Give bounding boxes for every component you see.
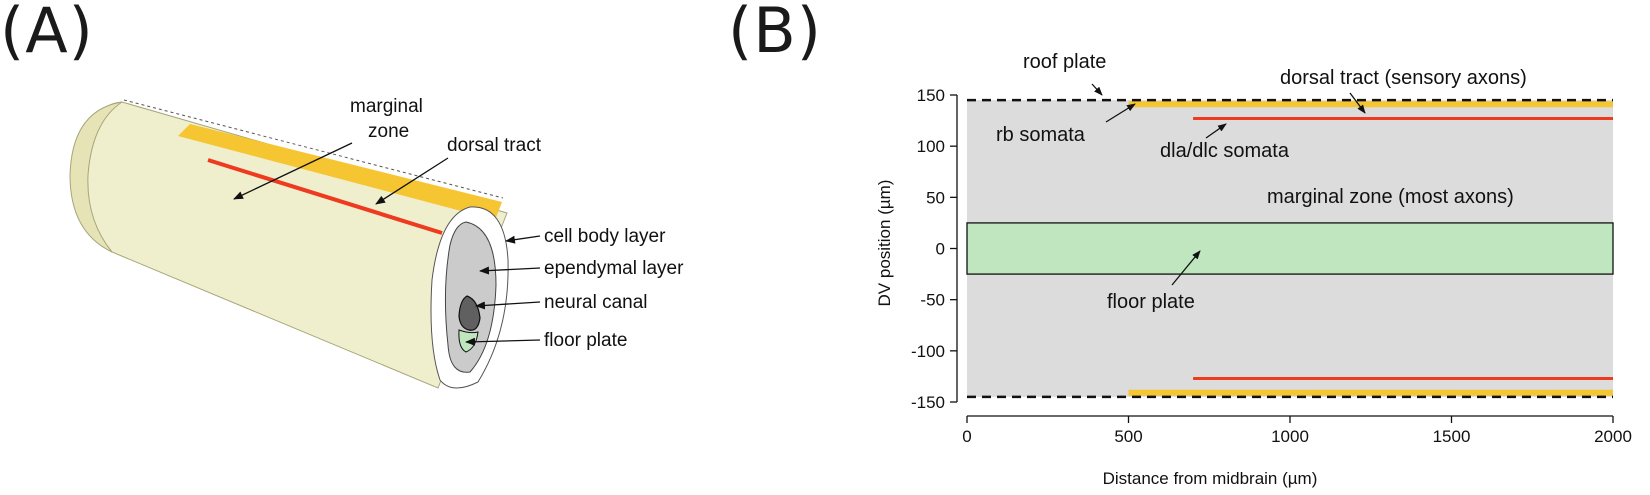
arrow-floor-plate (465, 337, 541, 346)
arrow-ependymal-layer (479, 266, 541, 275)
label-neural-canal: neural canal (544, 292, 648, 313)
annotation-dorsal-tract: dorsal tract (sensory axons) (1280, 67, 1527, 89)
panel-a-diagram: marginal zone dorsal tract cell body lay… (69, 96, 684, 389)
arrow-floor-plate (1171, 250, 1201, 286)
label-cell-body-layer: cell body layer (544, 226, 666, 247)
annotation-floor-plate: floor plate (1107, 291, 1195, 313)
label-floor-plate: floor plate (544, 330, 627, 351)
arrow-dla-dlc-somata (1205, 123, 1227, 139)
cylinder-left-cap (69, 101, 123, 253)
y-tick-label: -100 (911, 342, 945, 361)
annotation-roof-plate: roof plate (1023, 51, 1106, 73)
arrow-dorsal-tract (1349, 92, 1366, 114)
x-tick-label: 500 (1114, 427, 1142, 446)
x-tick-label: 0 (962, 427, 971, 446)
annotation-marginal-zone: marginal zone (most axons) (1267, 186, 1514, 208)
panel-b-label: (B) (728, 0, 822, 67)
arrow-dorsal-tract (375, 157, 449, 205)
cylinder-top-edge (123, 99, 504, 199)
panel-a-label: (A) (0, 0, 94, 67)
label-marginal-zone-line2: zone (368, 121, 409, 142)
somata-line (207, 158, 443, 235)
dorsal-tract-stripe (178, 124, 502, 220)
y-tick-label: 0 (936, 240, 945, 259)
y-axis-ticks: 150 100 50 0 -50 -100 -150 (911, 86, 957, 412)
x-tick-label: 1000 (1271, 427, 1309, 446)
label-ependymal-layer: ependymal layer (544, 258, 684, 279)
label-marginal-zone-line1: marginal (350, 96, 423, 117)
x-axis-label: Distance from midbrain (µm) (1103, 469, 1318, 488)
arrow-marginal-zone (233, 142, 353, 200)
y-tick-label: 150 (917, 86, 945, 105)
y-tick-label: -50 (920, 291, 945, 310)
label-dorsal-tract: dorsal tract (447, 135, 542, 156)
x-axis-ticks: 0 500 1000 1500 2000 (962, 416, 1632, 446)
ependymal-layer (444, 221, 497, 373)
y-tick-label: -150 (911, 393, 945, 412)
annotation-rb-somata: rb somata (996, 124, 1086, 146)
y-axis-label: DV position (µm) (875, 180, 894, 307)
y-tick-label: 100 (917, 137, 945, 156)
x-tick-label: 1500 (1433, 427, 1471, 446)
arrow-roof-plate (1091, 83, 1103, 96)
floor-plate-region (966, 222, 1614, 275)
arrow-neural-canal (475, 301, 541, 310)
arrow-rb-somata (1105, 103, 1136, 123)
x-tick-label: 2000 (1594, 427, 1632, 446)
arrow-cell-body-layer (505, 235, 541, 244)
y-tick-label: 50 (926, 188, 945, 207)
annotation-dla-dlc-somata: dla/dlc somata (1160, 140, 1290, 162)
